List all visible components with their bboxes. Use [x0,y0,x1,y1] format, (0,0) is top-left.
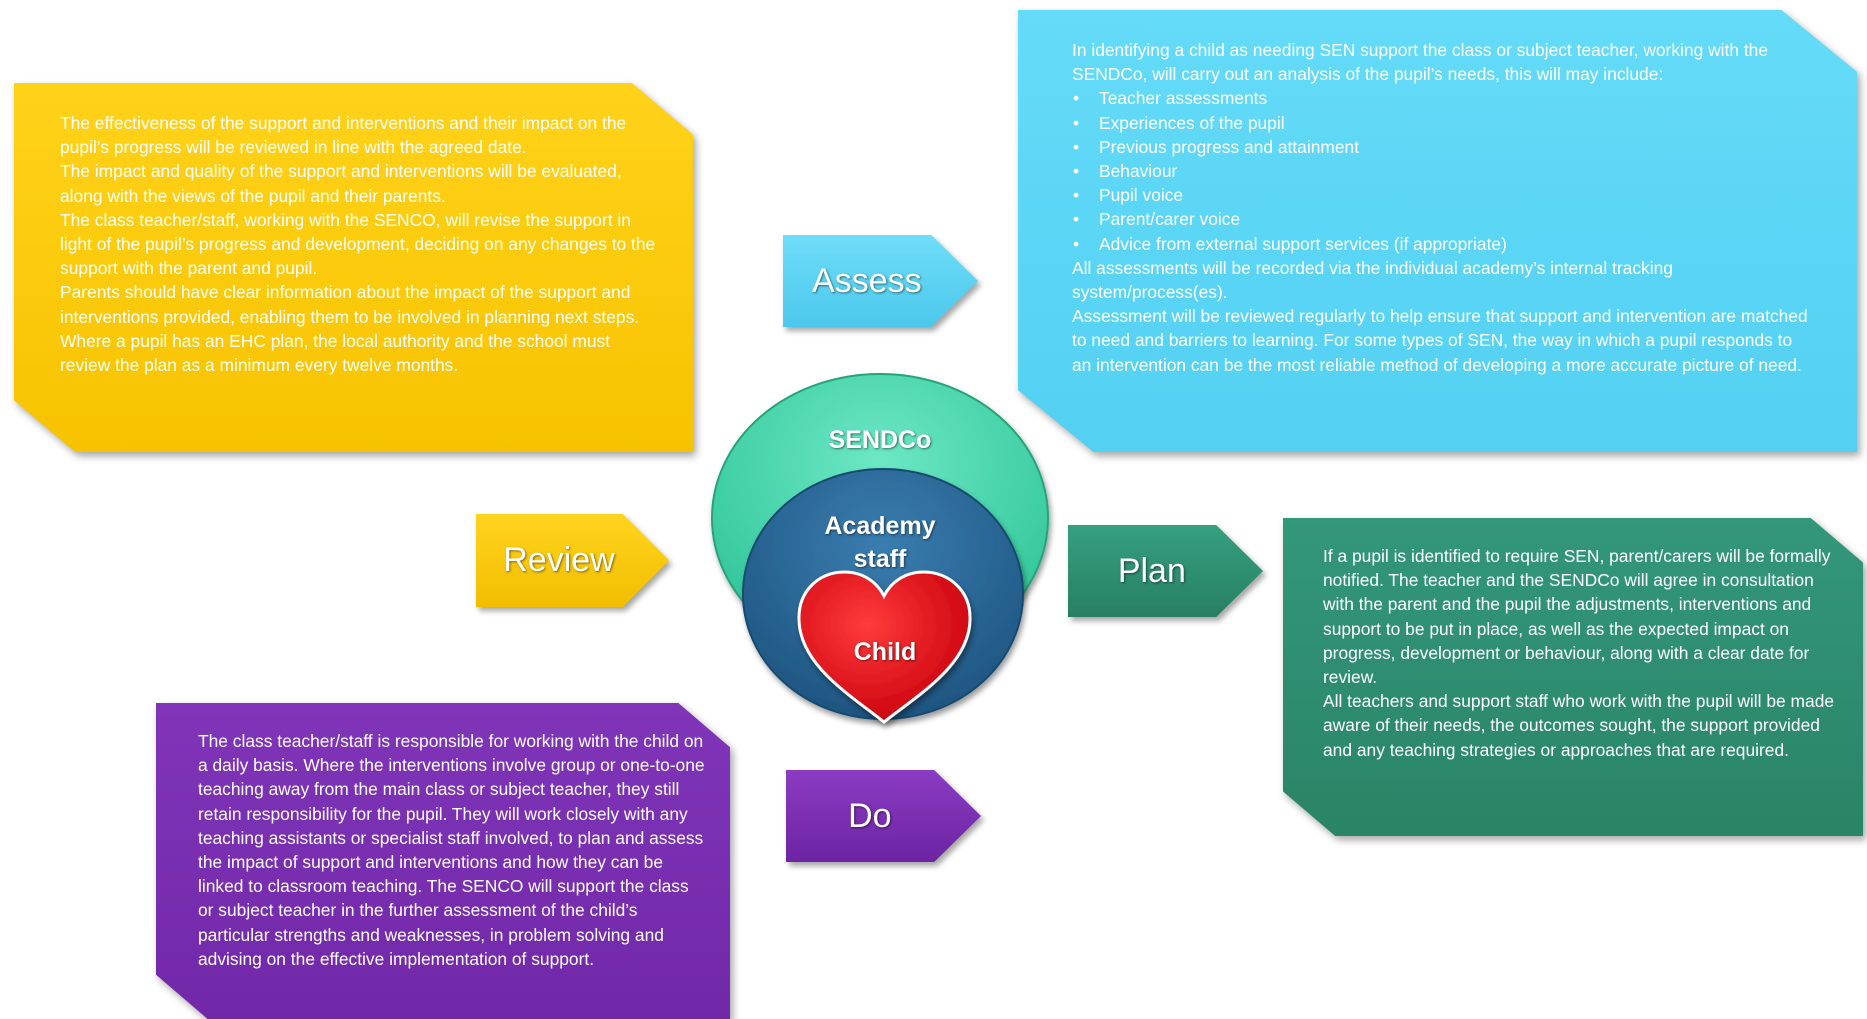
assess-bullet: Pupil voice [1072,183,1812,207]
assess-arrow-label: Assess [812,261,922,300]
review-paragraph: Parents should have clear information ab… [60,282,640,327]
assess-bullet: Previous progress and attainment [1072,135,1812,159]
assess-bullet: Behaviour [1072,159,1812,183]
assess-arrow-shape [783,235,978,327]
review-box: The effectiveness of the support and int… [14,83,693,452]
review-arrow: Review [476,514,669,607]
do-arrow-label: Do [848,796,892,835]
assess-box-text: In identifying a child as needing SEN su… [1072,38,1812,377]
plan-paragraph: If a pupil is identified to require SEN,… [1323,546,1831,688]
plan-box-bg [1283,518,1863,836]
do-box: The class teacher/staff is responsible f… [156,703,730,1019]
do-box-bg [156,703,730,1019]
plan-arrow: Plan [1068,525,1263,617]
academy-label-line1: Academy [824,512,936,540]
review-paragraph: Where a pupil has an EHC plan, the local… [60,330,611,376]
assess-paragraph: All assessments will be recorded via the… [1072,257,1673,303]
do-paragraph: The class teacher/staff is responsible f… [198,731,705,969]
review-paragraph: The class teacher/staff, working with th… [60,209,656,279]
do-box-text: The class teacher/staff is responsible f… [198,729,708,971]
plan-arrow-shape [1068,525,1263,617]
assess-bullet: Teacher assessments [1072,86,1812,110]
assess-paragraph: Assessment will be reviewed regularly to… [1072,306,1808,375]
plan-arrow-label: Plan [1117,551,1186,590]
assess-bullet: Advice from external support services (i… [1072,232,1812,256]
sendco-label: SENDCo [828,426,932,454]
review-arrow-shape [476,514,669,607]
plan-box: If a pupil is identified to require SEN,… [1283,518,1863,836]
plan-box-text: If a pupil is identified to require SEN,… [1323,544,1843,762]
review-box-bg [14,83,693,452]
center-diagram: SENDCo Academy staff Child [700,370,1060,740]
do-arrow-shape [786,770,981,862]
do-arrow: Do [786,770,981,862]
assess-bullet: Experiences of the pupil [1072,111,1812,135]
review-paragraph: The effectiveness of the support and int… [60,113,627,158]
academy-staff-label: Academy staff [780,510,980,576]
review-box-text: The effectiveness of the support and int… [60,111,660,377]
review-paragraph: The impact and quality of the support an… [60,161,622,206]
plan-paragraph: All teachers and support staff who work … [1323,691,1835,760]
assess-bullet: Parent/carer voice [1072,207,1812,231]
assess-box: In identifying a child as needing SEN su… [1018,10,1857,452]
assess-arrow: Assess [783,235,978,327]
center-diagram-svg [711,373,1049,724]
heart-icon [797,570,972,724]
assess-bullet-list: Teacher assessments Experiences of the p… [1072,86,1812,256]
child-label: Child [853,638,917,666]
academy-label-line2: staff [853,545,907,573]
review-arrow-label: Review [503,541,615,579]
assess-intro: In identifying a child as needing SEN su… [1072,40,1769,85]
